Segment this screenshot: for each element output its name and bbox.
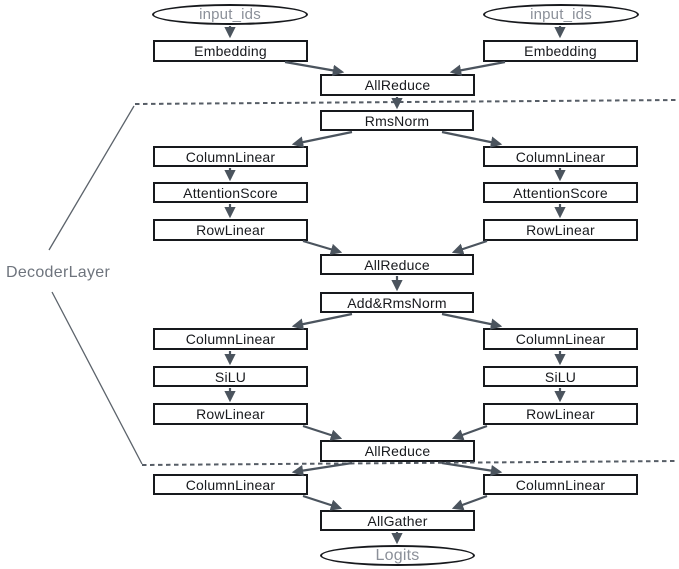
edge-rowlinear-mlp-left-to-allreduce3 <box>302 424 343 441</box>
edge-rmsnorm-to-columnlinear-left <box>291 130 353 148</box>
decoder-layer-label: DecoderLayer <box>6 264 111 281</box>
all-reduce-node-3: AllReduce <box>320 440 475 462</box>
edge-rmsnorm-to-columnlinear-right <box>441 130 503 148</box>
edge-allreduce3-to-columnlinear-head-right <box>441 461 503 477</box>
edge-rowlinear-mlp-right-to-allreduce3 <box>451 424 488 441</box>
column-linear-head-node-right: ColumnLinear <box>483 474 638 495</box>
edge-embedding-left-to-allreduce1 <box>284 60 345 77</box>
silu-node-left: SiLU <box>153 366 308 387</box>
attention-score-node-right: AttentionScore <box>483 182 638 203</box>
all-reduce-node-1: AllReduce <box>320 74 475 96</box>
column-linear-mlp-node-left: ColumnLinear <box>153 328 308 350</box>
column-linear-attn-node-right: ColumnLinear <box>483 146 638 167</box>
edge-addrmsnorm-to-columnlinear-right <box>441 312 503 330</box>
edge-addrmsnorm-to-columnlinear-left <box>291 312 353 330</box>
input-ids-node-left: input_ids <box>152 4 308 25</box>
decoder-layer-brace-lower-line <box>51 291 143 465</box>
edge-rowlinear-right-to-allreduce2 <box>451 239 488 255</box>
decoder-layer-brace-upper-line <box>48 105 135 251</box>
decoder-layer-top-boundary-line <box>134 99 679 105</box>
column-linear-head-node-left: ColumnLinear <box>153 474 308 495</box>
input-ids-node-right: input_ids <box>483 4 639 25</box>
column-linear-mlp-node-right: ColumnLinear <box>483 328 638 350</box>
edge-columnlinear-head-right-to-allgather <box>451 494 488 511</box>
all-gather-node: AllGather <box>320 510 475 531</box>
silu-node-right: SiLU <box>483 366 638 387</box>
edge-rowlinear-left-to-allreduce2 <box>302 239 343 255</box>
column-linear-attn-node-left: ColumnLinear <box>153 146 308 167</box>
row-linear-attn-node-left: RowLinear <box>153 219 308 241</box>
edge-allreduce3-to-columnlinear-head-left <box>291 461 353 477</box>
edge-columnlinear-head-left-to-allgather <box>302 494 343 511</box>
row-linear-mlp-node-left: RowLinear <box>153 403 308 425</box>
row-linear-mlp-node-right: RowLinear <box>483 403 638 425</box>
logits-node: Logits <box>320 545 475 566</box>
embedding-node-right: Embedding <box>483 40 638 62</box>
rms-norm-node: RmsNorm <box>320 110 474 131</box>
row-linear-attn-node-right: RowLinear <box>483 219 638 241</box>
attention-score-node-left: AttentionScore <box>153 182 308 203</box>
all-reduce-node-2: AllReduce <box>320 254 474 275</box>
edge-embedding-right-to-allreduce1 <box>449 60 506 76</box>
add-rms-norm-node: Add&RmsNorm <box>320 292 474 313</box>
embedding-node-left: Embedding <box>153 40 308 62</box>
